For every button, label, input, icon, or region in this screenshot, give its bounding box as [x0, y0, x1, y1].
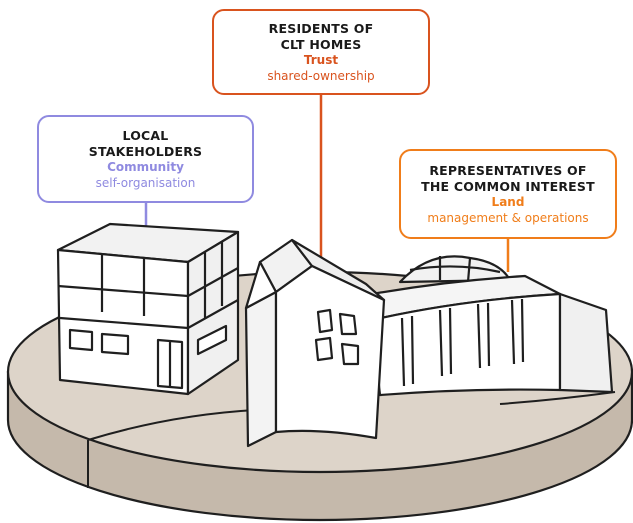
local-heading-line1: LOCAL: [122, 127, 169, 143]
residents-description: shared-ownership: [267, 68, 375, 83]
local-description: self-organisation: [95, 175, 196, 190]
representatives-heading-line1: REPRESENTATIVES OF: [429, 162, 587, 178]
representatives-role: Land: [491, 194, 525, 209]
residents-heading-line1: RESIDENTS OF: [268, 20, 374, 36]
representatives-box: REPRESENTATIVES OF THE COMMON INTEREST L…: [399, 149, 617, 239]
community-building: [56, 222, 240, 396]
representatives-description: management & operations: [427, 210, 589, 225]
representatives-heading-line2: THE COMMON INTEREST: [421, 178, 595, 194]
land-building: [338, 255, 614, 397]
residents-role: Trust: [303, 52, 339, 67]
local-heading-line2: STAKEHOLDERS: [88, 143, 203, 159]
residents-heading-line2: CLT HOMES: [280, 36, 362, 52]
residents-house: [244, 238, 386, 448]
residents-box: RESIDENTS OF CLT HOMES Trust shared-owne…: [212, 9, 430, 95]
local-role: Community: [107, 159, 184, 174]
local-stakeholders-box: LOCAL STAKEHOLDERS Community self-organi…: [37, 115, 254, 203]
